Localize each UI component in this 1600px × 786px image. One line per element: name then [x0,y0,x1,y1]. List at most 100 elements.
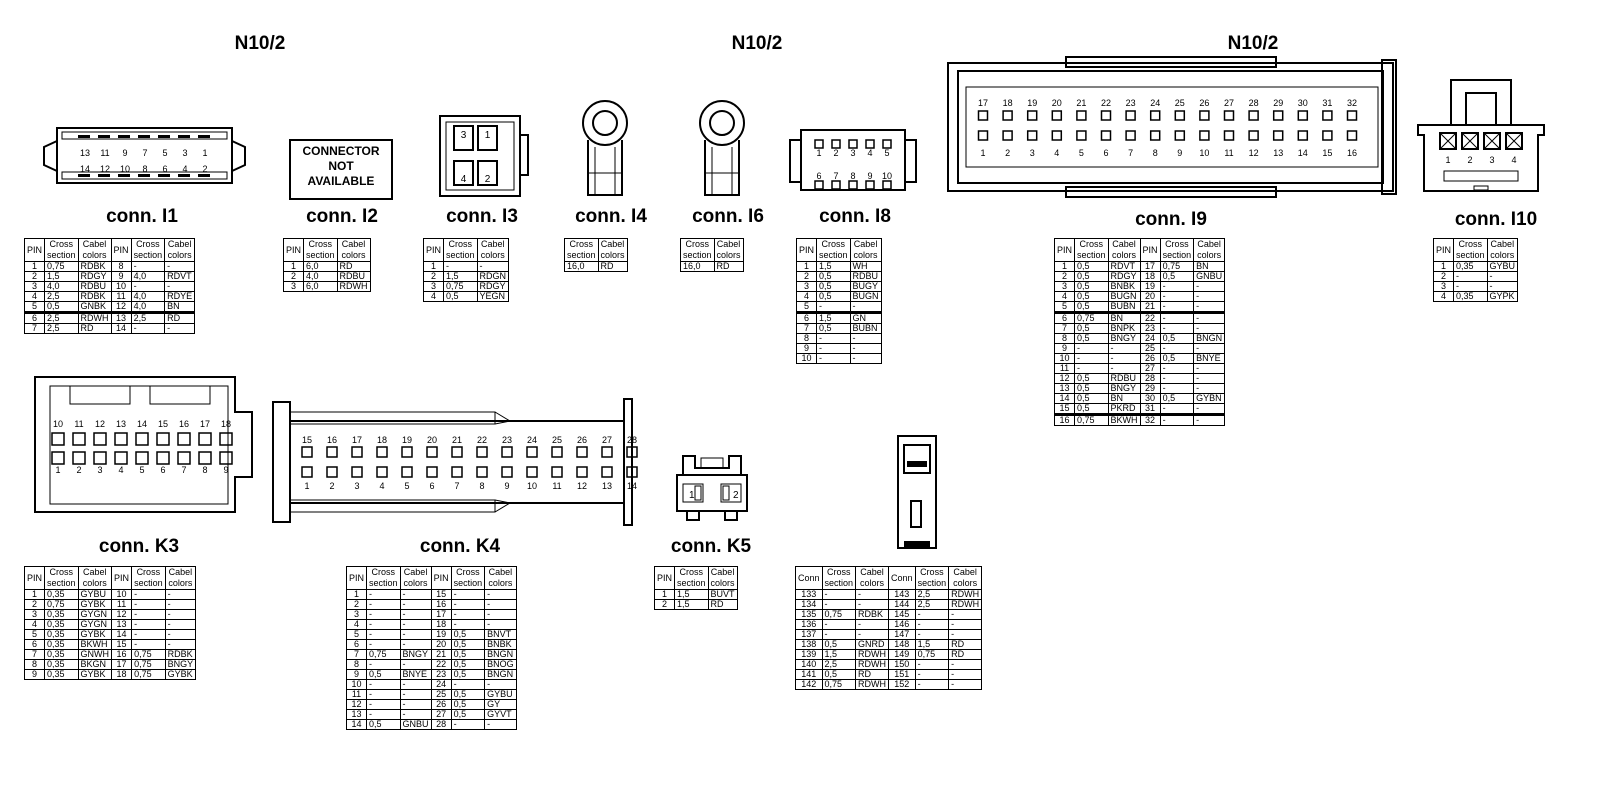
table-cell: BKGN [77,659,113,670]
pin-number: 16 [327,435,337,445]
table-cell: 1 [1432,261,1455,272]
table-cell: BNGN [1193,333,1226,344]
table-cell: 13 [345,709,368,720]
table-cell: 0,5 [1074,393,1109,404]
table-cell: - [399,609,432,620]
table-cell: GNRD [855,639,890,650]
table-cell: 1,5 [816,261,851,272]
pin-number: 9 [122,148,127,158]
pin-number: 7 [142,148,147,158]
table-cell: BNGN [484,669,517,680]
table-cell: 8 [795,333,818,344]
pin-socket [1297,130,1309,141]
table-cell: - [1193,403,1226,416]
table-cell: 5 [1053,301,1076,314]
table-cell: 0,35 [44,669,79,680]
table-cell: 5 [795,301,818,314]
table-header: Cabel colors [77,566,113,590]
pin-number: 3 [1489,155,1494,165]
table-cell: 2,5 [44,291,79,302]
table-cell: 1,5 [674,589,709,600]
pin-socket [814,180,824,190]
table-cell: 6,0 [303,281,338,292]
pin-socket [1248,130,1259,141]
pin-number: 12 [100,164,110,174]
table-cell: BNGY [1107,383,1141,394]
table-cell: 2 [795,271,818,282]
table-cell: 0,5 [44,301,79,314]
pin-number: 20 [1052,98,1062,108]
pin-socket [831,139,841,149]
pin-socket [501,446,513,458]
table-cell: 144 [888,599,916,610]
pin-number: 10 [1199,148,1209,158]
table-cell: 2 [282,271,305,282]
table-cell: - [366,629,401,640]
table-cell: GYBN [1193,393,1226,404]
table-header: Cabel colors [484,566,517,590]
table-cell: 17 [111,659,133,670]
label-i2: conn. I2 [306,206,378,227]
pin-socket [426,446,438,458]
table-cell: 4,0 [130,301,166,314]
table-cell: 0,5 [450,629,486,640]
table-cell: - [816,353,851,364]
table-cell: 4 [23,291,46,302]
table-cell: 2,5 [44,323,79,334]
pin-number: 4 [118,465,123,475]
table-cell: 4,0 [130,291,166,302]
table-cell: - [130,323,166,334]
title-right: N10/2 [1227,33,1279,54]
table-cell: - [450,679,486,690]
pin-number: 13 [602,481,612,491]
table-cell: 15 [430,589,452,600]
table-cell: 1 [282,261,305,272]
table-cell: 1 [23,261,46,272]
table-cell: - [948,679,983,690]
table-cell: GYGN [77,619,113,630]
table-cell: 27 [430,709,452,720]
table-cell: - [450,619,486,630]
table-cell: 3 [282,281,305,292]
table-cell: GYPK [1486,291,1519,302]
pin-number: 11 [100,148,109,158]
table-cell: 5 [23,629,46,640]
table-header: Cabel colors [855,566,890,590]
table-cell: - [366,659,401,670]
table-cell: 18 [111,669,133,680]
pin-socket [814,139,824,149]
table-cell: 28 [430,719,452,730]
table-header: PIN [282,238,305,262]
table-cell: 0,5 [821,669,857,680]
pin-number: 10 [53,419,63,429]
table-cell: - [1159,373,1195,384]
table-cell: 4 [23,619,46,630]
table-cell: 7 [345,649,368,660]
table-cell: 14 [1053,393,1076,404]
table-cell: RDGN [476,271,510,282]
pin-socket [451,466,463,478]
table-cell: 3 [345,609,368,620]
table-cell: RD [77,323,112,334]
table-cell: 3 [795,281,818,292]
pin-socket [72,451,86,465]
table-cell: 9 [1053,343,1076,354]
table-cell: - [484,679,517,690]
table-cell: BNGY [399,649,432,660]
table-cell: 10 [1053,353,1076,364]
table-cell: 0,35 [1453,291,1488,302]
pin-number: 12 [95,419,105,429]
table-cell: GYBK [77,669,113,680]
table-cell: 7 [795,323,818,334]
table-cell: GNBU [1193,271,1226,282]
pin-number: 17 [978,98,988,108]
pin-socket [1051,130,1063,141]
